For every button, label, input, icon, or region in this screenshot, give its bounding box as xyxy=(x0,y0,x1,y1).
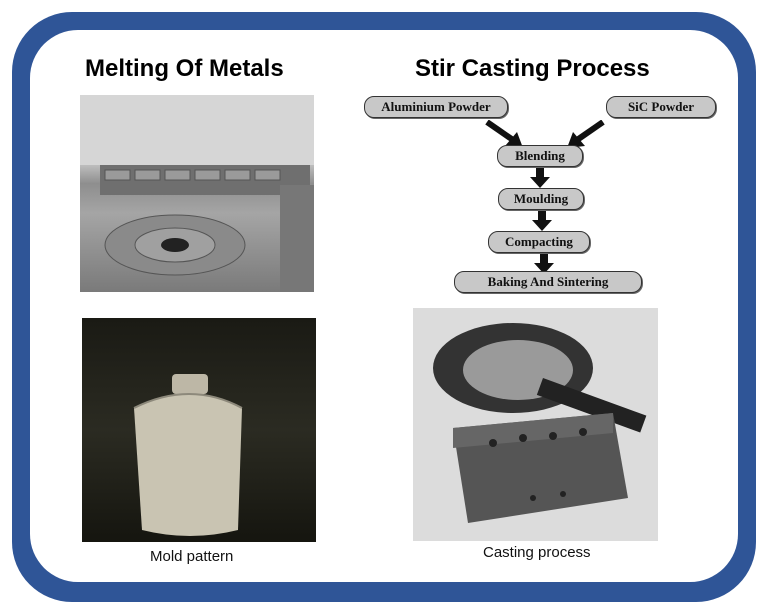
mold-pattern-caption: Mold pattern xyxy=(150,548,234,565)
casting-process-photo xyxy=(413,308,658,541)
arrow-down-icon xyxy=(530,168,550,188)
stir-casting-title: Stir Casting Process xyxy=(415,55,650,82)
flow-node-blending: Blending xyxy=(497,145,583,167)
melting-title: Melting Of Metals xyxy=(85,55,284,82)
mold-pattern-photo xyxy=(82,318,316,542)
arrow-down-left-icon xyxy=(567,120,605,148)
arrow-down-icon xyxy=(534,254,554,274)
flow-node-compacting: Compacting xyxy=(488,231,590,253)
flow-node-moulding: Moulding xyxy=(498,188,584,210)
flow-node-sic-powder: SiC Powder xyxy=(606,96,716,118)
arrow-down-icon xyxy=(532,211,552,231)
casting-process-caption: Casting process xyxy=(483,544,591,561)
furnace-photo xyxy=(80,95,314,292)
flow-node-baking-sintering: Baking And Sintering xyxy=(454,271,642,293)
arrow-down-right-icon xyxy=(485,120,523,148)
flow-node-aluminium-powder: Aluminium Powder xyxy=(364,96,508,118)
